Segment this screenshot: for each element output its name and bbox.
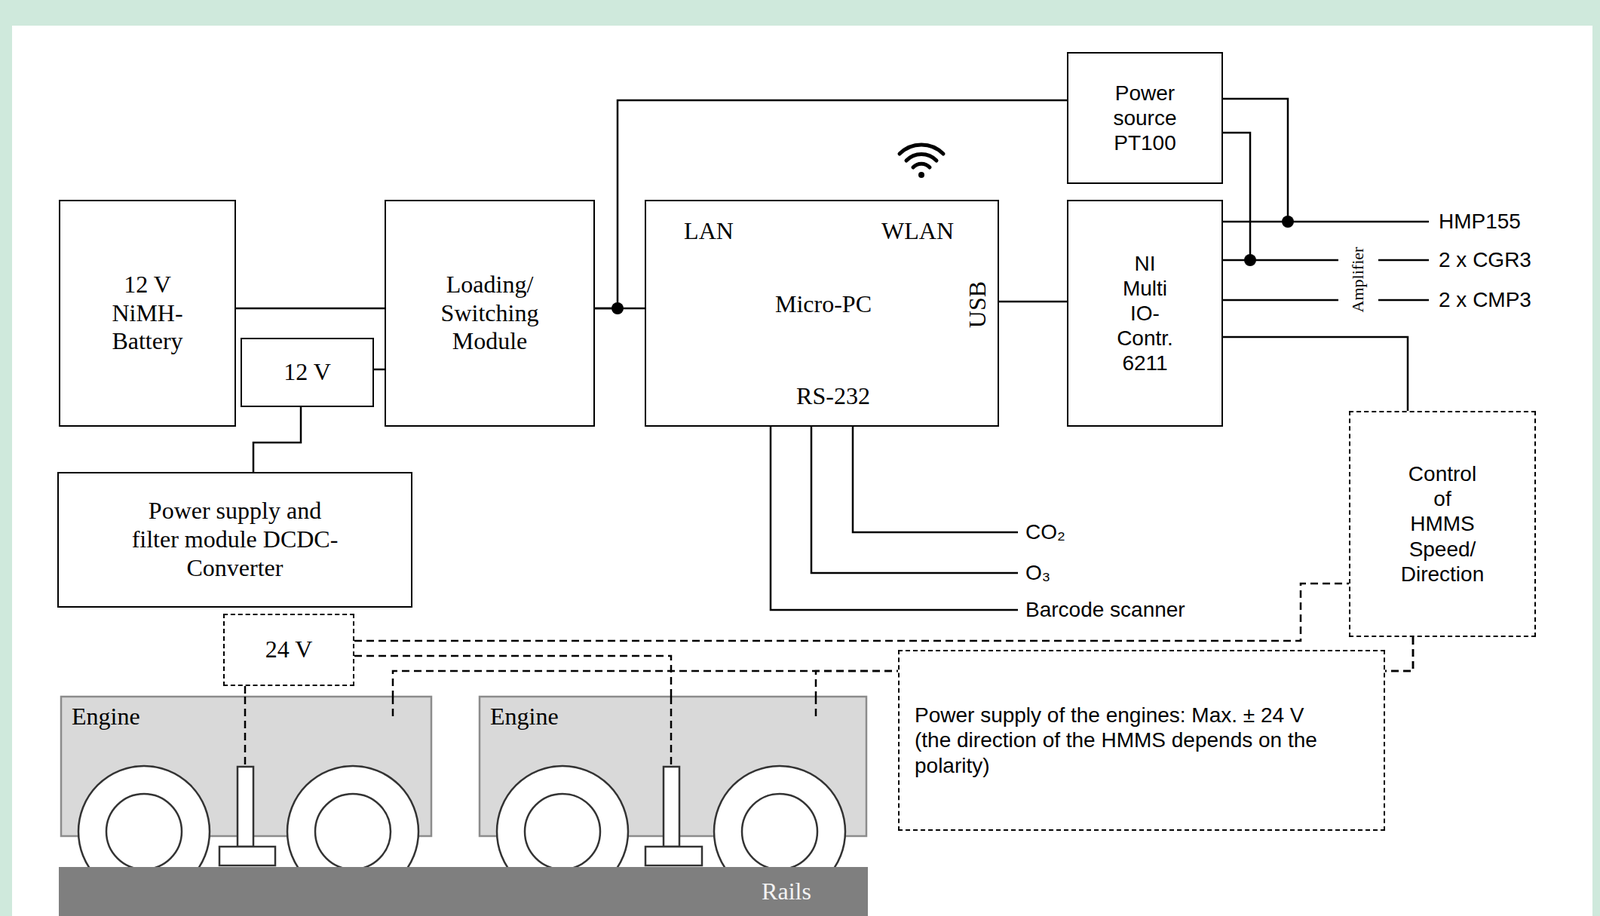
box-text: Power source PT100 (1100, 80, 1191, 156)
rail-band: Rails (58, 867, 868, 916)
junction-dot (1244, 254, 1257, 267)
box-text: Power supply and filter module DCDC-Conv… (129, 496, 341, 583)
engine: Engine (479, 696, 867, 837)
box-label: Rails (761, 877, 812, 907)
sensor-wire (1222, 98, 1288, 222)
connector (1222, 337, 1408, 411)
engine: Engine (61, 696, 432, 837)
sensor-wire (1222, 132, 1251, 261)
control-wire (392, 696, 395, 718)
connector (244, 686, 247, 697)
box-text: Control of HMMS Speed/ Direction (1398, 461, 1487, 586)
sensor-wire (1222, 299, 1429, 302)
connector (373, 368, 385, 371)
voltage-box: 24 V (223, 613, 355, 687)
connector (594, 100, 1067, 309)
connector (354, 583, 1349, 641)
connector (354, 655, 672, 697)
box-label: LAN (683, 217, 734, 246)
computer-box: LAN WLAN Micro-PC USB RS-232 (644, 199, 1000, 427)
sensor-name: Barcode scanner (1025, 597, 1186, 623)
box-label: Engine (71, 702, 141, 732)
box-text: 12 V NiMH-Battery (95, 270, 201, 356)
box-text: Power supply of the engines: Max. ± 24 V… (914, 702, 1337, 778)
signal-name: 2 x CMP3 (1438, 288, 1532, 313)
process-box: Power source PT100 (1066, 52, 1223, 184)
connector (253, 407, 301, 473)
process-box: Loading/ Switching Module (384, 199, 595, 427)
box-label: RS-232 (796, 382, 871, 411)
box-text: 12 V (251, 358, 365, 387)
box-label: USB (963, 281, 993, 328)
converter-box: Power supply and filter module DCDC-Conv… (57, 472, 413, 608)
sliding-contact (219, 766, 702, 866)
sensor-name: O₃ (1025, 560, 1051, 586)
serial-wire (770, 426, 1018, 610)
wifi-icon (899, 144, 944, 178)
controller-box: NI Multi IO- Contr. 6211 (1066, 199, 1223, 427)
connector (999, 300, 1067, 304)
box-label: Engine (490, 702, 559, 732)
control-box: Control of HMMS Speed/ Direction (1348, 410, 1536, 638)
part-name: Amplifier (1348, 247, 1368, 313)
serial-wire (852, 426, 1018, 533)
box-text: 24 V (232, 635, 346, 665)
power-wire (670, 696, 673, 767)
box-label: Micro-PC (775, 290, 872, 319)
voltage-box: 12 V (240, 337, 374, 408)
control-wire (815, 696, 818, 718)
sensor-wire (1222, 220, 1429, 224)
power-wire (244, 696, 247, 767)
signal-name: HMP155 (1438, 209, 1521, 234)
signal-name: 2 x CGR3 (1438, 248, 1532, 273)
connector (236, 307, 385, 310)
box-text: NI Multi IO- Contr. 6211 (1112, 251, 1179, 376)
box-label: WLAN (881, 217, 954, 246)
box-text: Loading/ Switching Module (414, 270, 566, 356)
battery-box: 12 V NiMH-Battery (58, 199, 237, 427)
serial-wire (811, 426, 1018, 574)
sensor-name: CO₂ (1025, 520, 1066, 545)
junction-dot (1281, 215, 1294, 228)
note-box: Power supply of the engines: Max. ± 24 V… (898, 649, 1386, 831)
